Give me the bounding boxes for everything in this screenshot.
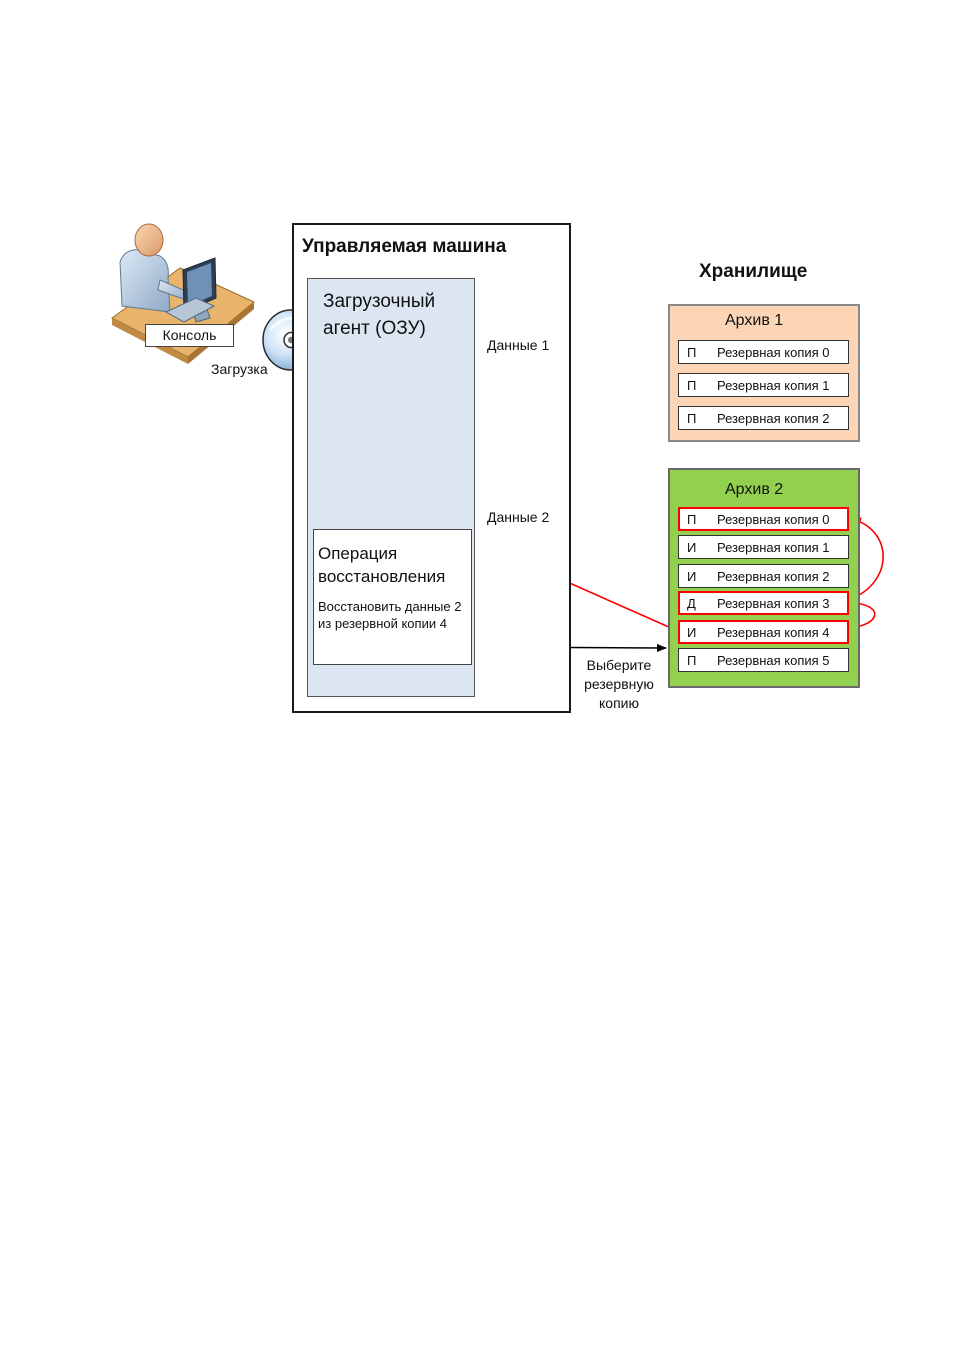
archive-1-backup-row: П Резервная копия 1: [678, 373, 849, 397]
recovery-operation-description: Восстановить данные 2 из резервной копии…: [318, 599, 462, 631]
data1-label: Данные 1: [487, 337, 550, 353]
console-label: Консоль: [145, 324, 234, 347]
backup-name: Резервная копия 1: [717, 378, 830, 393]
dependency-arrow-3-to-0: [848, 517, 884, 601]
backup-name: Резервная копия 1: [717, 540, 830, 555]
archive-2-backup-row-highlighted: И Резервная копия 4: [678, 620, 849, 644]
backup-type: И: [687, 540, 697, 555]
recovery-operation-title: Операция восстановления: [318, 544, 446, 586]
backup-name: Резервная копия 2: [717, 569, 830, 584]
archive-2-backup-row-highlighted: П Резервная копия 0: [678, 507, 849, 531]
archive-2-backup-row-highlighted: Д Резервная копия 3: [678, 591, 849, 615]
backup-type: П: [687, 411, 697, 426]
backup-type: П: [687, 653, 697, 668]
boot-label: Загрузка: [211, 361, 268, 377]
data2-label: Данные 2: [487, 509, 550, 525]
backup-name: Резервная копия 0: [717, 512, 830, 527]
select-backup-label: Выберите резервную копию: [584, 657, 654, 711]
backup-name: Резервная копия 4: [717, 625, 830, 640]
archive-1-backup-row: П Резервная копия 0: [678, 340, 849, 364]
archive-2-backup-row: П Резервная копия 5: [678, 648, 849, 672]
archive-1-backup-row: П Резервная копия 2: [678, 406, 849, 430]
storage-title: Хранилище: [699, 261, 808, 282]
archive-2-title: Архив 2: [725, 481, 784, 498]
backup-name: Резервная копия 3: [717, 596, 830, 611]
archive-2-backup-row: И Резервная копия 1: [678, 535, 849, 559]
archive-1-title: Архив 1: [725, 312, 784, 329]
backup-name: Резервная копия 2: [717, 411, 830, 426]
recovery-operation-box: [313, 529, 472, 665]
backup-name: Резервная копия 5: [717, 653, 830, 668]
backup-name: Резервная копия 0: [717, 345, 830, 360]
backup-type: П: [687, 512, 697, 527]
backup-type: И: [687, 625, 697, 640]
backup-type: Д: [687, 596, 696, 611]
archive-2-backup-row: И Резервная копия 2: [678, 564, 849, 588]
managed-machine-title: Управляемая машина: [302, 236, 507, 257]
backup-type: П: [687, 378, 697, 393]
bootable-agent-label: Загрузочный агент (ОЗУ): [323, 291, 436, 339]
backup-type: И: [687, 569, 697, 584]
backup-type: П: [687, 345, 697, 360]
